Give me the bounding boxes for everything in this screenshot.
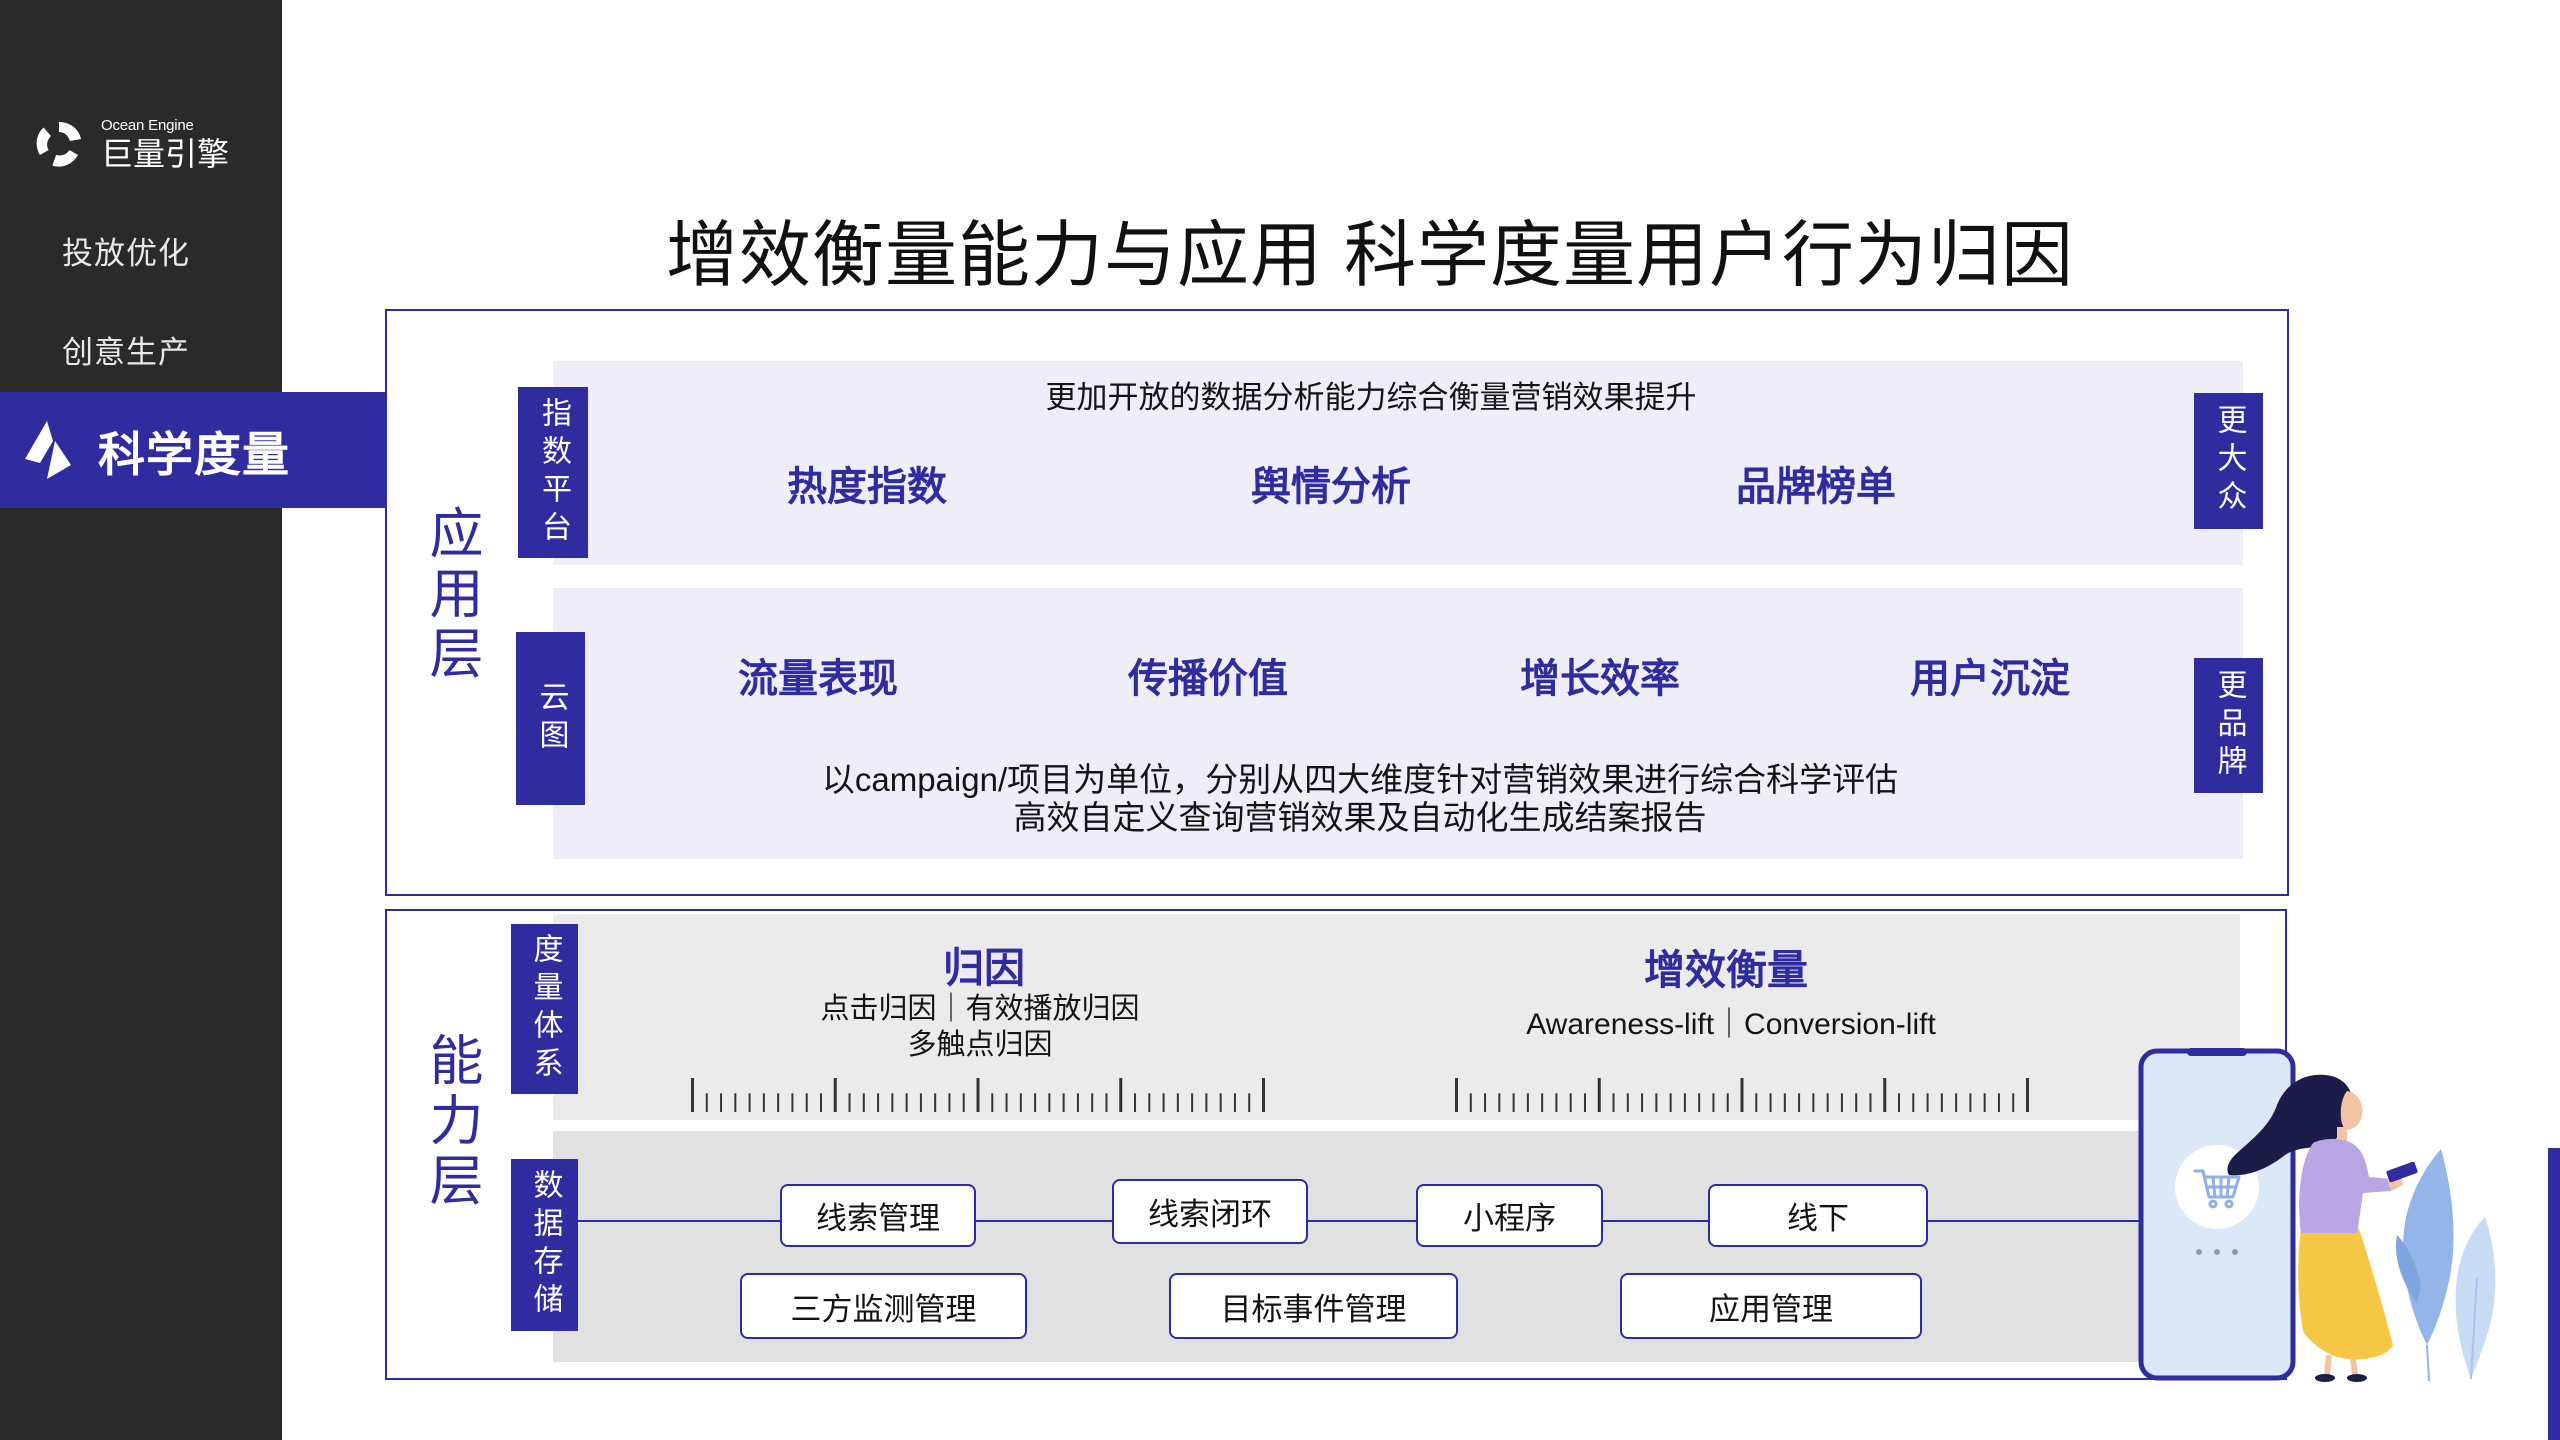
page-title: 增效衡量能力与应用 科学度量用户行为归因 [665,216,2074,296]
leaf-small [2395,1235,2421,1303]
storage-chip-offline: 线下 [1708,1184,1928,1247]
skirt [2298,1229,2393,1360]
storage-chip-app-management: 应用管理 [1620,1273,1922,1339]
yuntu-description-line: 以campaign/项目为单位，分别从四大维度针对营销效果进行综合科学评估 [821,761,1899,798]
chip-label: 线索闭环 [1148,1197,1272,1232]
face [2340,1091,2363,1130]
yuntu-item-growth-efficiency: 增长效率 [1520,657,1680,701]
storage-connector-line [578,1220,2139,1222]
sidebar: Ocean Engine 巨量引擎 投放优化 创意生产 [0,0,282,1440]
chip-label: 三方监测管理 [790,1291,977,1327]
sidebar-item-delivery-optimization[interactable]: 投放优化 [0,220,282,280]
leaf-stem [2426,1344,2430,1382]
yuntu-tag: 云图 [516,632,585,805]
shopping-cart-icon [2193,1169,2241,1209]
application-layer-frame [385,309,2289,896]
index-item-sentiment-analysis: 舆情分析 [1251,465,1411,509]
slide-edge-accent [2548,1148,2560,1440]
index-platform-headline: 更加开放的数据分析能力综合衡量营销效果提升 [1045,380,1697,415]
badge-text: 更品牌 [2212,668,2246,783]
yuntu-description-line: 高效自定义查询营销效果及自动化生成结案报告 [1013,799,1707,836]
phone-notch [2187,1048,2247,1056]
application-layer-label-text: 应用层 [421,505,481,685]
leg [2324,1354,2332,1376]
logo-brand-cn: 巨量引擎 [101,136,230,172]
leaf-front [2403,1149,2454,1345]
hair [2227,1074,2354,1176]
ruler-ticks [1455,1078,2029,1112]
plant-leaves [2395,1149,2496,1382]
leg [2350,1358,2358,1376]
tablet-icon [2386,1161,2418,1183]
tag-text: 云图 [534,680,568,757]
capability-layer-label: 能力层 [416,1027,486,1217]
leaf-stem [2470,1276,2478,1380]
sidebar-item-label: 投放优化 [62,235,190,271]
ruler-ticks [691,1078,1265,1112]
lift-measurement-detail: Awareness-lift｜Conversion-lift [1526,1008,1936,1041]
tag-text: 度量体系 [528,933,562,1085]
data-storage-tag: 数据存储 [511,1159,578,1331]
shoe [2315,1374,2335,1382]
attribution-title: 归因 [943,945,1025,991]
sidebar-item-creative-production[interactable]: 创意生产 [0,319,282,379]
tag-text: 数据存储 [528,1169,562,1321]
attribution-detail: 多触点归因 [907,1029,1053,1061]
chip-label: 小程序 [1463,1201,1556,1236]
measurement-system-tag: 度量体系 [511,924,578,1094]
sidebar-item-label: 创意生产 [62,334,190,370]
badge-more-brand: 更品牌 [2194,658,2263,793]
index-item-heat-index: 热度指数 [787,465,947,509]
capability-layer-label-text: 能力层 [421,1032,481,1212]
storage-chip-target-event-management: 目标事件管理 [1169,1273,1458,1339]
yuntu-panel [553,588,2243,859]
shoe [2347,1374,2367,1382]
storage-chip-lead-closed-loop: 线索闭环 [1112,1179,1308,1244]
yuntu-item-user-retention: 用户沉淀 [1910,657,2070,701]
icon-shape-lower [47,441,71,479]
chip-label: 线索管理 [816,1201,940,1236]
logo-blades [36,122,81,167]
chip-label: 应用管理 [1709,1291,1833,1327]
ocean-engine-logo-icon [36,122,81,167]
badge-text: 更大众 [2212,404,2246,518]
logo-brand-en: Ocean Engine [101,117,194,134]
attribution-ruler [691,1078,1265,1112]
yuntu-item-spread-value: 传播价值 [1128,657,1288,701]
lift-ruler [1455,1078,2029,1112]
more-dots-icon [2196,1249,2238,1255]
index-item-brand-ranking: 品牌榜单 [1736,465,1896,509]
storage-chip-lead-management: 线索管理 [780,1184,976,1247]
logo[interactable]: Ocean Engine 巨量引擎 [33,112,253,176]
phone-icon [2138,1048,2296,1381]
lift-measurement-title: 增效衡量 [1644,947,1808,993]
storage-chip-third-party-monitoring: 三方监测管理 [740,1273,1027,1339]
application-layer-label: 应用层 [416,500,486,690]
neck [2337,1127,2347,1143]
attribution-detail: 点击归因｜有效播放归因 [820,993,1140,1025]
top [2299,1138,2391,1233]
sidebar-item-scientific-measurement[interactable]: 科学度量 [0,392,385,508]
sidebar-item-label: 科学度量 [98,427,290,481]
storage-chip-mini-program: 小程序 [1416,1184,1603,1247]
chip-label: 目标事件管理 [1220,1291,1407,1327]
icon-shape-upper [25,421,53,463]
chip-label: 线下 [1787,1201,1849,1236]
science-measure-icon [25,421,71,479]
tag-text: 指数平台 [537,396,570,549]
phone-shopper-illustration [2138,1048,2496,1382]
index-platform-panel [553,361,2243,565]
yuntu-item-traffic: 流量表现 [738,657,898,701]
badge-more-public: 更大众 [2194,393,2263,529]
woman-with-tablet-figure [2227,1074,2418,1382]
index-platform-tag: 指数平台 [518,387,588,558]
